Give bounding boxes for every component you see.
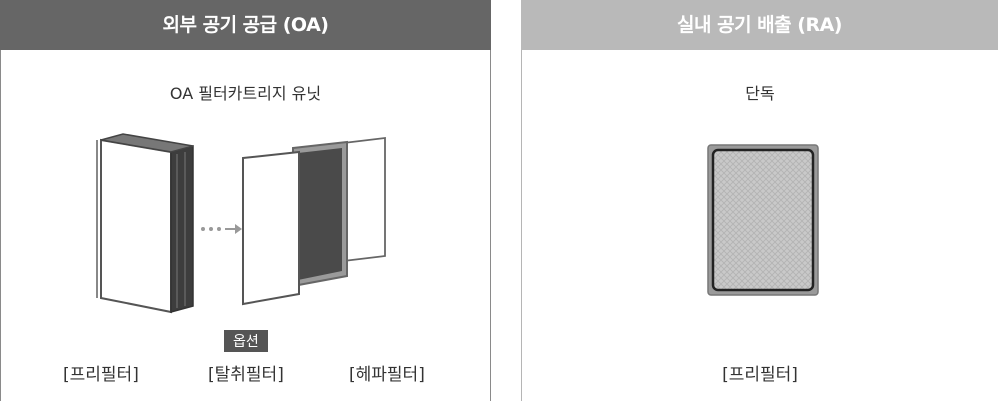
- dotted-arrow-icon: [201, 224, 242, 234]
- single-pre-filter-icon: [707, 144, 819, 296]
- ra-exhaust-panel: 실내 공기 배출 (RA) 단독 [프리필터]: [521, 0, 998, 401]
- hepa-filter-label: [헤파필터]: [349, 365, 425, 385]
- deodorizing-filter-icon: [292, 140, 348, 288]
- oa-panel-header: 외부 공기 공급 (OA): [0, 0, 491, 50]
- ra-pre-filter-label: [프리필터]: [722, 365, 798, 385]
- option-badge: 옵션: [224, 330, 268, 352]
- pre-filter-icon: [242, 150, 300, 306]
- oa-panel-subtitle: OA 필터카트리지 유닛: [169, 84, 322, 103]
- filter-cartridge-unit-icon: [96, 133, 194, 314]
- ra-panel-subtitle: 단독: [745, 84, 775, 103]
- ra-panel-header: 실내 공기 배출 (RA): [521, 0, 998, 50]
- pre-filter-label: [프리필터]: [63, 365, 139, 385]
- oa-supply-panel: 외부 공기 공급 (OA) OA 필터카트리지 유닛 옵션 [프리필터] [탈취…: [0, 0, 491, 401]
- deodorizing-filter-label: [탈취필터]: [208, 365, 284, 385]
